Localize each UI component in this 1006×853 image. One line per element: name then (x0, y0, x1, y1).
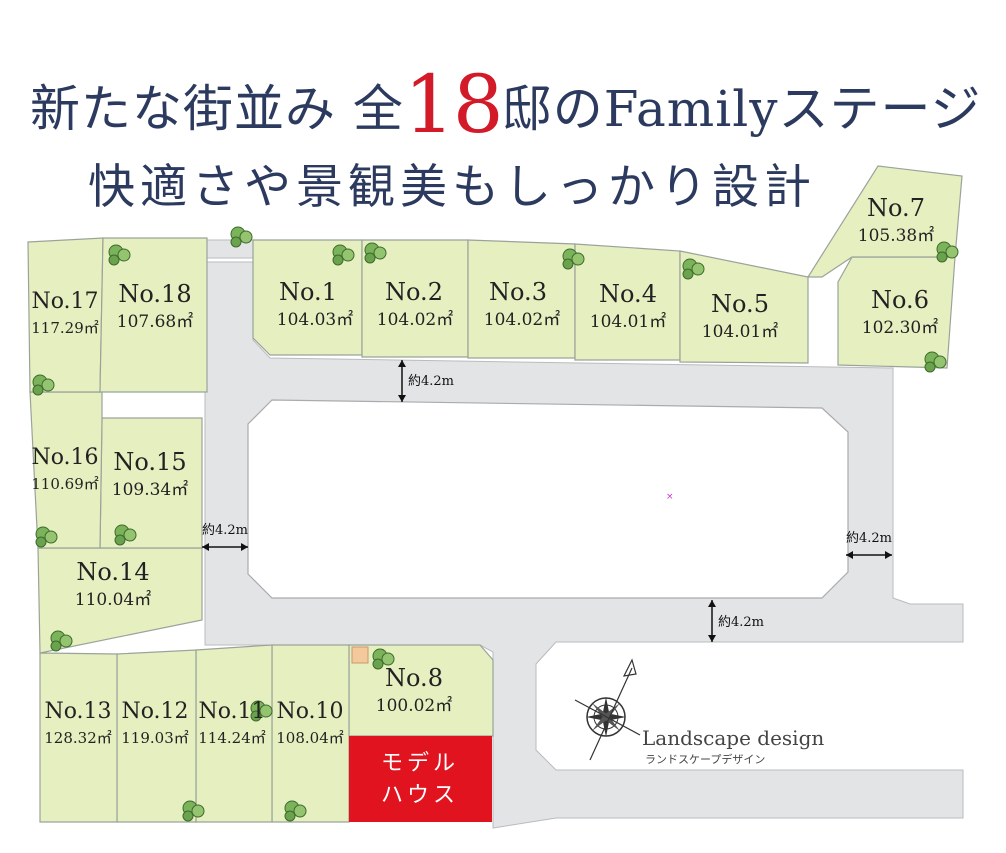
tree-icon (372, 648, 395, 670)
page-title: 新たな街並み 全18邸のFamilyステージ (30, 52, 982, 151)
lot-number-label: No.2 (385, 278, 443, 306)
greenery (32, 226, 959, 822)
lot-area-label: 128.32㎡ (44, 729, 112, 747)
tree-icon (936, 241, 959, 263)
lot-area-label: 109.34㎡ (112, 480, 188, 500)
road-width-marker: 約4.2m (846, 531, 892, 559)
tree-icon (682, 258, 705, 280)
lot-area-label: 108.04㎡ (276, 729, 344, 747)
road-width-marker: 約4.2m (202, 523, 248, 551)
lot-area-label: 104.01㎡ (590, 312, 666, 332)
lot-labels: No.1 104.03㎡ No.2 104.02㎡ No.3 104.02㎡ No.4 104… (31, 194, 938, 747)
center-marker: × (666, 492, 674, 502)
lot-area-label: 104.03㎡ (277, 310, 353, 330)
lot-16[interactable] (29, 391, 103, 549)
road-width-label: 約4.2m (408, 374, 454, 389)
central-block (247, 399, 849, 599)
lot-area-label: 104.01㎡ (702, 322, 778, 342)
lot-number-label: No.15 (113, 448, 186, 476)
tree-icon (332, 244, 355, 266)
landscape-subtitle: ランドスケープデザイン (645, 752, 765, 766)
lot-5[interactable] (679, 250, 809, 364)
road-width-label: 約4.2m (202, 523, 248, 538)
lot-1[interactable] (252, 239, 363, 356)
tree-icon (114, 524, 137, 546)
road-width-marker: 約4.2m (708, 600, 764, 642)
lot-area-label: 104.02㎡ (377, 310, 453, 330)
lot-area-label: 114.24㎡ (198, 729, 266, 747)
lot-area-label: 117.29㎡ (31, 319, 99, 337)
road-width-label: 約4.2m (718, 615, 764, 630)
tree-icon (108, 244, 131, 266)
page-subtitle: 快適さや景観美もしっかり設計 (88, 160, 816, 215)
tree-icon (284, 800, 307, 822)
lot-number-label: No.17 (31, 289, 98, 314)
title-suffix: 邸のFamilyステージ (501, 80, 982, 138)
lot-number-label: No.8 (385, 664, 443, 692)
tree-icon (35, 526, 58, 548)
lot-7[interactable] (806, 165, 963, 278)
tree-icon (924, 351, 947, 373)
title-prefix: 新たな街並み 全 (30, 80, 404, 138)
lot-number-label: No.7 (867, 194, 925, 222)
roads (204, 239, 964, 829)
lot-area-label: 107.68㎡ (117, 312, 193, 332)
model-house-label-1: モデル (381, 750, 459, 775)
lot-17[interactable] (27, 237, 104, 393)
lot-13[interactable] (39, 652, 118, 823)
tree-icon (32, 374, 55, 396)
lot-area-label: 100.02㎡ (376, 696, 452, 716)
lot-area-label: 110.69㎡ (31, 475, 99, 493)
lot-number-label: No.13 (44, 699, 111, 724)
landscape-title: Landscape design (642, 726, 824, 750)
lot-number-label: No.14 (76, 558, 149, 586)
title-lot-count: 18 (403, 58, 504, 151)
lot-area-label: 104.02㎡ (484, 310, 560, 330)
lot-area-label: 119.03㎡ (121, 729, 189, 747)
lot-number-label: No.5 (711, 290, 769, 318)
lot-area-label: 110.04㎡ (75, 590, 151, 610)
tree-icon (182, 800, 205, 822)
lot-number-label: No.18 (118, 280, 191, 308)
lot-number-label: No.12 (121, 699, 188, 724)
compass-icon (574, 658, 641, 761)
lot-number-label: No.1 (279, 278, 337, 306)
lot-number-label: No.4 (599, 280, 657, 308)
road-width-label: 約4.2m (846, 531, 892, 546)
parking-marker (351, 646, 369, 664)
tree-icon (50, 630, 73, 652)
lot-18[interactable] (99, 237, 208, 393)
tree-icon (562, 248, 585, 270)
tree-icon (364, 242, 387, 264)
lot-number-label: No.11 (198, 699, 265, 724)
tree-icon (230, 226, 253, 248)
road-width-markers: 約4.2m 約4.2m 約4.2m 約4.2m (202, 360, 892, 642)
tree-icon (250, 700, 273, 722)
lot-number-label: No.10 (276, 699, 343, 724)
lot-number-label: No.3 (489, 278, 547, 306)
lot-number-label: No.6 (871, 286, 929, 314)
lots (27, 165, 963, 823)
model-house-block[interactable] (349, 736, 492, 822)
lot-area-label: 105.38㎡ (858, 226, 934, 246)
road-width-marker: 約4.2m (398, 360, 454, 402)
model-house[interactable]: モデル ハウス (349, 736, 492, 822)
lot-area-label: 102.30㎡ (862, 318, 938, 338)
lot-number-label: No.16 (31, 445, 98, 470)
model-house-label-2: ハウス (381, 782, 459, 807)
